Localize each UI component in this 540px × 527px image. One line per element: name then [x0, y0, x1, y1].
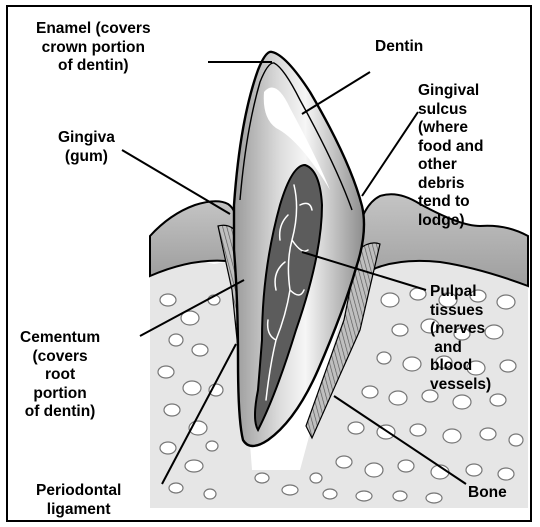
gingival-sulcus-leader [362, 112, 418, 196]
bone-cell [336, 456, 352, 468]
label-bone: Bone [468, 484, 507, 503]
bone-cell [362, 386, 378, 398]
bone-cell [323, 489, 337, 499]
bone-cell [356, 491, 372, 501]
bone-cell [282, 485, 298, 495]
bone-cell [466, 464, 482, 476]
bone-cell [169, 483, 183, 493]
bone-cell [498, 468, 514, 480]
label-pulpal-tissues: Pulpal tissues (nerves and blood vessels… [430, 283, 491, 394]
bone-cell [389, 391, 407, 405]
bone-cell [164, 404, 180, 416]
label-gingiva: Gingiva (gum) [58, 129, 115, 166]
bone-cell [480, 428, 496, 440]
bone-cell [310, 473, 322, 483]
bone-cell [204, 489, 216, 499]
bone-cell [398, 460, 414, 472]
label-cementum: Cementum (covers root portion of dentin) [20, 329, 100, 422]
bone-cell [169, 334, 183, 346]
bone-cell [410, 424, 426, 436]
dentin-leader [302, 72, 370, 114]
bone-cell [158, 366, 174, 378]
bone-cell [490, 394, 506, 406]
label-dentin: Dentin [375, 38, 423, 57]
label-enamel: Enamel (covers crown portion of dentin) [36, 20, 151, 76]
bone-cell [500, 360, 516, 372]
bone-cell [426, 493, 442, 503]
bone-cell [183, 381, 201, 395]
bone-cell [192, 344, 208, 356]
gingiva-leader [122, 150, 230, 214]
bone-cell [392, 324, 408, 336]
bone-cell [377, 352, 391, 364]
bone-cell [185, 460, 203, 472]
bone-cell [453, 395, 471, 409]
bone-cell [443, 429, 461, 443]
bone-cell [497, 295, 515, 309]
bone-cell [206, 441, 218, 451]
bone-cell [403, 357, 421, 371]
bone-cell [509, 434, 523, 446]
bone-cell [381, 293, 399, 307]
bone-cell [365, 463, 383, 477]
label-gingival-sulcus: Gingival sulcus (where food and other de… [418, 82, 483, 230]
bone-cell [160, 294, 176, 306]
bone-cell [255, 473, 269, 483]
bone-cell [348, 422, 364, 434]
bone-cell [160, 442, 176, 454]
bone-cell [393, 491, 407, 501]
label-periodontal-ligament: Periodontal ligament [36, 482, 121, 519]
